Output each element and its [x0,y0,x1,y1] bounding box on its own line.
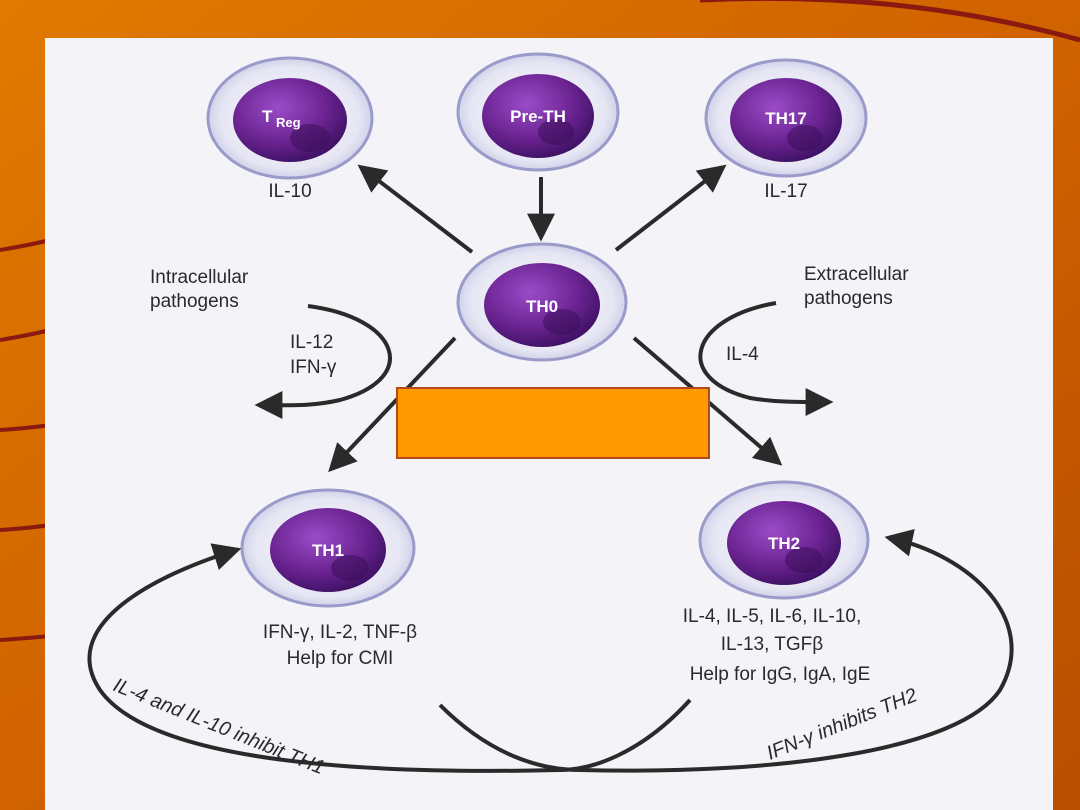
th17-cell: TH17 [704,58,868,178]
pre-th-label: Pre-TH [510,107,566,126]
th1-output-2: Help for CMI [287,648,394,669]
arrow-extracellular-curve [698,301,834,417]
th2-output-3: Help for IgG, IgA, IgE [690,664,871,685]
th2-label: TH2 [768,534,800,553]
treg-cell: T Reg [206,56,374,180]
intracellular-label-2: pathogens [150,291,239,312]
th1-inducer-1: IL-12 [290,332,333,353]
th1-cell: TH1 [240,488,416,608]
th0-label: TH0 [526,297,558,316]
treg-label-sub: Reg [276,115,301,130]
arrow-inhibit-th1-loop [87,543,692,773]
th2-cell: TH2 [698,480,870,600]
extracellular-label-1: Extracellular [804,264,909,285]
th1-label: TH1 [312,541,344,560]
treg-cytokine: IL-10 [268,181,311,202]
th1-output-1: IFN-γ, IL-2, TNF-β [263,622,417,643]
inhibit-th2-label: IFN-γ inhibits TH2 [764,684,921,764]
th0-cell: TH0 [456,242,628,362]
arrow-intracellular-curve [254,304,392,420]
th2-output-2: IL-13, TGFβ [721,634,824,655]
extracellular-label-2: pathogens [804,288,893,309]
orange-overlay-box [396,387,710,459]
treg-label-main: T [262,107,273,126]
th1-inducer-2: IFN-γ [290,357,337,378]
arrow-th0-to-th17 [614,164,727,252]
th17-cytokine: IL-17 [764,181,807,202]
arrow-th0-to-treg [357,164,474,254]
th17-label: TH17 [765,109,807,128]
th2-output-1: IL-4, IL-5, IL-6, IL-10, [683,606,861,627]
inhibit-th1-label: IL-4 and IL-10 inhibit TH1 [110,674,327,779]
th2-inducer-1: IL-4 [726,344,759,365]
intracellular-label-1: Intracellular [150,267,249,288]
arrow-th0-to-th1 [328,336,457,473]
arrow-inhibit-th2-loop [438,528,1014,773]
pre-th-cell: Pre-TH [456,52,620,172]
